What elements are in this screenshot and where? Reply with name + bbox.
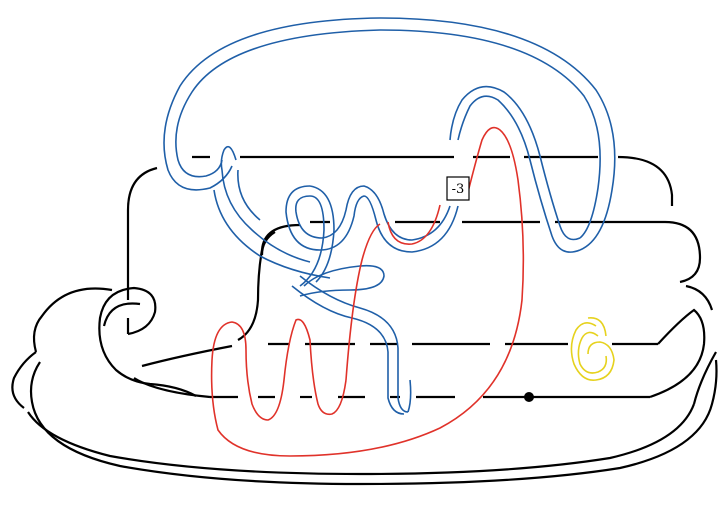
blue-lower-d (407, 379, 412, 413)
black-left-inner-a (102, 302, 141, 327)
yellow-loop-outer (570, 322, 615, 381)
black-outer-right-join (692, 351, 717, 405)
black-row3-seg-a (141, 344, 233, 368)
twist-box-frame (446, 176, 470, 201)
twist-box: -3 (446, 176, 470, 201)
black-left-inner-b (133, 377, 211, 399)
blue-wave-down-b (309, 185, 335, 283)
blue-left-descend-a (220, 145, 311, 263)
black-strand (11, 155, 718, 486)
blue-left-descend-c (213, 189, 331, 279)
blue-top-loop-outer (163, 17, 616, 251)
black-row2-right-curve (664, 220, 702, 284)
black-right-loop (649, 308, 706, 399)
blue-lower-a (299, 275, 409, 413)
blue-wave-b (285, 185, 459, 253)
black-left-frame (126, 166, 158, 300)
blue-band-strand (163, 17, 616, 415)
blue-wave-a (294, 185, 451, 241)
black-left-outer-a (32, 287, 113, 353)
red-rise (345, 223, 381, 381)
black-outer-bottom-inner (27, 403, 696, 476)
yellow-loop-top (587, 317, 607, 337)
blue-lower-c (299, 264, 385, 297)
black-inner-frame (237, 223, 301, 341)
blue-left-descend-b (237, 169, 261, 221)
blue-right-hook-b (449, 85, 581, 241)
red-zigzag (211, 318, 347, 421)
blue-right-hook-a (457, 95, 581, 253)
yellow-loop-inner (577, 331, 608, 374)
blue-top-loop-inner (175, 29, 601, 239)
blue-wave-down-a (299, 195, 325, 287)
blue-lower-b (291, 285, 405, 415)
black-outer-left-a (11, 351, 37, 409)
red-strand (210, 126, 525, 457)
black-right-small (685, 284, 714, 311)
red-big-loop (210, 126, 525, 457)
yellow-loop (570, 317, 615, 381)
black-outer-bottom (29, 359, 718, 486)
black-left-swirl (98, 286, 197, 397)
twist-box-label: -3 (452, 182, 465, 197)
black-row1-right-curve (617, 155, 674, 206)
red-upper-wave (387, 204, 441, 245)
dot-marker (524, 392, 534, 402)
